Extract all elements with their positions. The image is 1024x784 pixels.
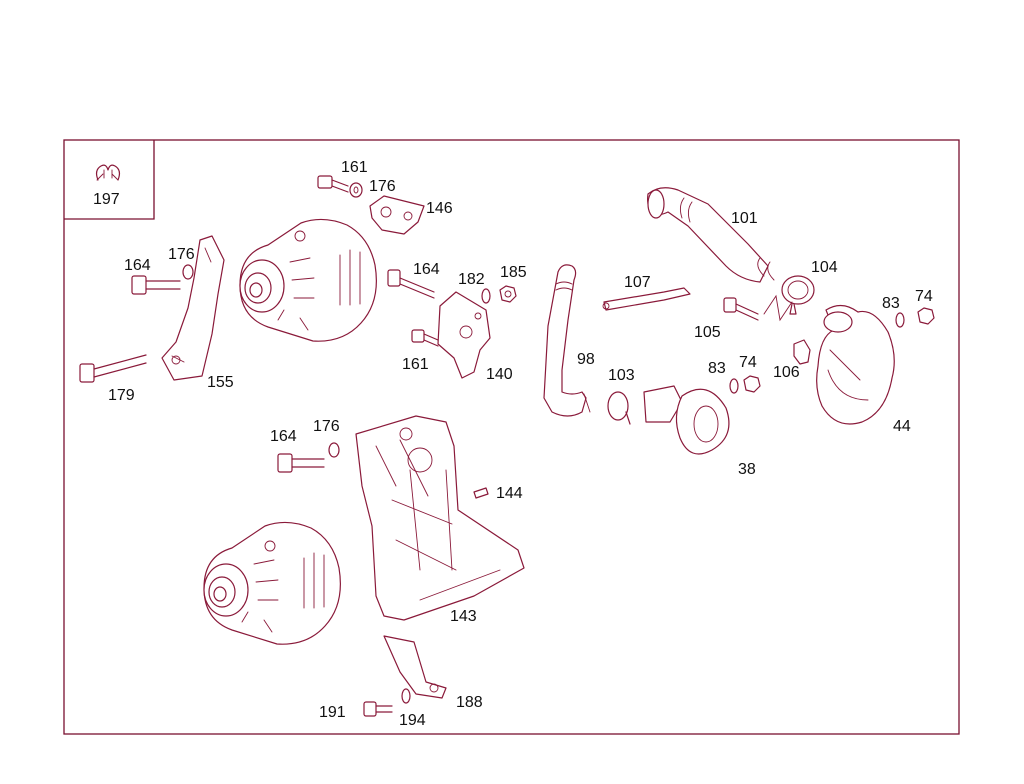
callout-labels: 161 176 146 101 104 164 176 164 182 185 … — [108, 159, 933, 729]
callout-161-top: 161 — [341, 159, 368, 176]
alternator-lower — [203, 521, 341, 645]
callout-74-lower: 74 — [739, 354, 757, 371]
callout-104: 104 — [811, 259, 838, 276]
hose-clamp-103 — [607, 391, 631, 425]
callout-146: 146 — [426, 200, 453, 217]
bracket-140 — [437, 291, 491, 379]
hose-98 — [543, 264, 591, 417]
inset-part-number: 197 — [93, 191, 120, 208]
pin-144 — [473, 487, 489, 499]
bushing-106 — [793, 339, 811, 365]
bolt-164-lower — [277, 453, 325, 473]
callout-164-lower: 164 — [270, 428, 297, 445]
washer-182 — [481, 288, 491, 304]
inset-box: 197 — [64, 140, 155, 220]
callout-107: 107 — [624, 274, 651, 291]
callout-176-lower: 176 — [313, 418, 340, 435]
bolt-164-left — [131, 275, 181, 295]
callout-101: 101 — [731, 210, 758, 227]
coupling-38 — [643, 385, 730, 455]
callout-140: 140 — [486, 366, 513, 383]
diagram-frame — [63, 139, 960, 735]
callout-144: 144 — [496, 485, 523, 502]
callout-191: 191 — [319, 704, 346, 721]
bolt-161-top — [317, 175, 349, 193]
washer-176-top — [349, 182, 363, 198]
callout-74-upper: 74 — [915, 288, 933, 305]
washer-83-lower — [729, 378, 739, 394]
bolt-161-mid — [411, 329, 439, 347]
housing-44 — [816, 304, 895, 425]
callout-164-left: 164 — [124, 257, 151, 274]
washer-83-upper — [895, 312, 905, 328]
callout-176-left: 176 — [168, 246, 195, 263]
bracket-155 — [161, 235, 225, 381]
nut-74-lower — [743, 375, 761, 393]
callout-98: 98 — [577, 351, 595, 368]
callout-103: 103 — [608, 367, 635, 384]
bolt-164-mid — [387, 269, 435, 299]
callout-182: 182 — [458, 271, 485, 288]
callout-164-mid: 164 — [413, 261, 440, 278]
bracket-146 — [369, 195, 425, 235]
washer-176-lower — [328, 442, 340, 458]
bracket-143 — [355, 415, 525, 621]
bolt-179 — [79, 354, 147, 383]
callout-83-upper: 83 — [882, 295, 900, 312]
bar-107 — [602, 287, 691, 311]
nut-185 — [499, 285, 517, 303]
bolt-191 — [363, 701, 393, 717]
callout-179: 179 — [108, 387, 135, 404]
hose-clamp-104 — [781, 275, 815, 315]
bolt-105 — [723, 294, 793, 322]
washer-194 — [401, 688, 411, 704]
callout-194: 194 — [399, 712, 426, 729]
callout-106: 106 — [773, 364, 800, 381]
callout-105: 105 — [694, 324, 721, 341]
callout-143: 143 — [450, 608, 477, 625]
bracket-188 — [383, 635, 447, 699]
washer-176-left — [182, 264, 194, 280]
nut-74-upper — [917, 307, 935, 325]
callout-188: 188 — [456, 694, 483, 711]
callout-83-lower: 83 — [708, 360, 726, 377]
callout-185: 185 — [500, 264, 527, 281]
hose-101 — [647, 187, 775, 283]
callout-155: 155 — [207, 374, 234, 391]
callout-38: 38 — [738, 461, 756, 478]
callout-161-mid: 161 — [402, 356, 429, 373]
callout-176-top: 176 — [369, 178, 396, 195]
callout-44: 44 — [893, 418, 911, 435]
hose-clip-icon — [95, 164, 121, 181]
alternator-upper — [239, 218, 377, 342]
